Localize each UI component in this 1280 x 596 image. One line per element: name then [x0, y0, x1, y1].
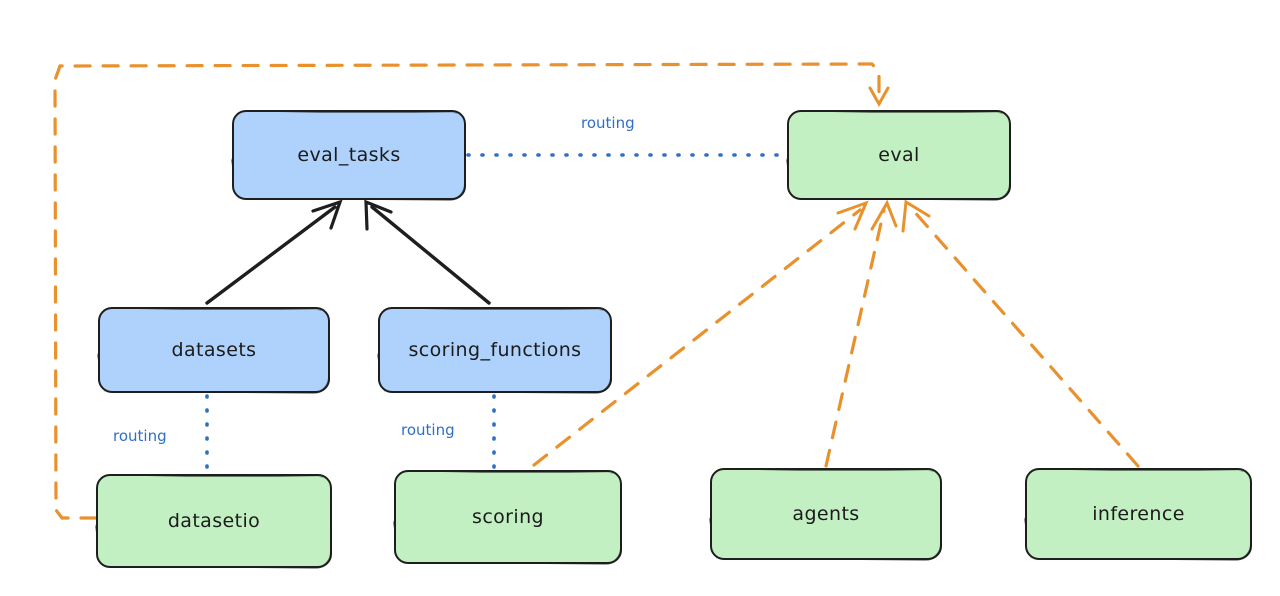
node-datasets[interactable]: datasets	[98, 307, 330, 393]
node-label-datasets: datasets	[171, 339, 257, 361]
edge-inference-eval	[910, 207, 1140, 468]
node-label-datasetio: datasetio	[167, 510, 261, 532]
edge-inference-eval-arrowhead	[901, 199, 931, 233]
edge-datasets-eval_tasks-arrowhead	[311, 199, 343, 230]
edge-datasetio-eval	[53, 62, 881, 520]
node-label-agents: agents	[792, 503, 860, 525]
edge-label-routing-datasets-datasetio: routing	[110, 427, 170, 445]
node-datasetio[interactable]: datasetio	[96, 474, 332, 568]
edge-label-routing-eval_tasks-eval: routing	[578, 114, 638, 132]
edge-scoring_functions-eval_tasks-arrowhead	[364, 199, 393, 231]
edge-agents-eval	[824, 208, 886, 468]
edge-scoring-eval	[532, 208, 862, 467]
node-scoring-functions[interactable]: scoring_functions	[378, 307, 612, 393]
node-label-scoring: scoring	[472, 506, 544, 528]
node-inference[interactable]: inference	[1025, 468, 1252, 560]
edge-datasets-eval_tasks	[205, 205, 337, 305]
dependency-edges	[53, 62, 1140, 520]
edge-scoring_functions-eval_tasks	[370, 205, 491, 305]
routing-edges	[205, 153, 787, 473]
node-label-inference: inference	[1092, 503, 1185, 525]
node-label-eval: eval	[878, 144, 920, 166]
node-label-scoring-functions: scoring_functions	[408, 339, 582, 361]
node-agents[interactable]: agents	[710, 468, 942, 560]
node-scoring[interactable]: scoring	[394, 470, 622, 564]
composition-edges	[205, 199, 491, 305]
node-label-eval-tasks: eval_tasks	[297, 144, 401, 166]
edge-datasetio-eval-arrowhead	[868, 86, 890, 108]
edge-agents-eval-arrowhead	[870, 199, 898, 231]
edge-scoring-eval-arrowhead	[836, 200, 869, 231]
edge-label-routing-scoring_functions-scoring: routing	[398, 421, 458, 439]
node-eval[interactable]: eval	[787, 110, 1011, 200]
node-eval-tasks[interactable]: eval_tasks	[232, 110, 466, 200]
